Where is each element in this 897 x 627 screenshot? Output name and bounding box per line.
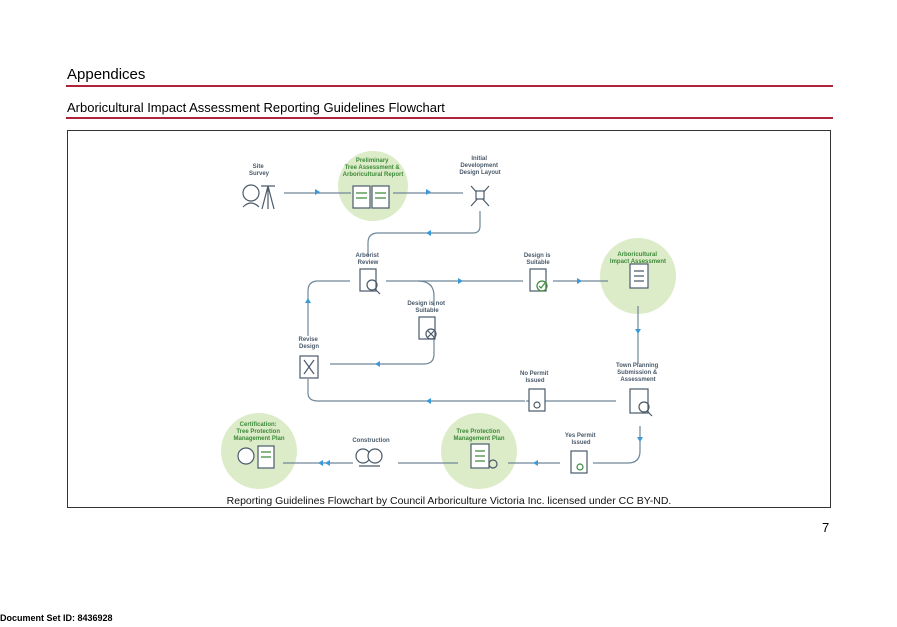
page-number: 7: [822, 520, 830, 535]
label-yes-permit: Yes Permit Issued: [565, 433, 597, 446]
revise-design-icon: [299, 355, 319, 379]
label-site-survey: Site Survey: [249, 164, 270, 177]
certification-icon: [237, 445, 275, 469]
document-set-id: Document Set ID: 8436928: [0, 613, 113, 623]
design-tools-icon: [470, 185, 490, 207]
label-design-not-suitable: Design is not Suitable: [407, 301, 446, 314]
flowchart-figure: Site Survey Preliminary Tree Assessment …: [67, 130, 831, 508]
flow-arrows: [305, 189, 643, 466]
suitable-document-icon: [529, 268, 548, 292]
assessment-document-icon: [629, 263, 649, 289]
not-suitable-document-icon: [418, 316, 437, 340]
report-book-icon: [352, 185, 390, 209]
flowchart-diagram: Site Survey Preliminary Tree Assessment …: [221, 151, 676, 489]
label-town-planning: Town Planning Submission & Assessment: [616, 363, 660, 383]
label-no-permit: No Permit Issued: [520, 371, 550, 384]
subheading-rule: [66, 117, 833, 119]
no-permit-icon: [528, 388, 546, 412]
label-initial-design: Initial Development Design Layout: [459, 156, 500, 176]
planning-submission-icon: [629, 388, 653, 417]
figure-caption: Reporting Guidelines Flowchart by Counci…: [226, 495, 672, 507]
label-certification: Certification: Tree Protection Managemen…: [233, 422, 284, 442]
label-arborist-review: Arborist Review: [355, 253, 380, 266]
figure-title: Arboricultural Impact Assessment Reporti…: [67, 100, 445, 115]
label-construction: Construction: [352, 438, 390, 444]
label-tpmp: Tree Protection Management Plan: [453, 429, 504, 442]
label-revise-design: Revise Design: [298, 337, 319, 350]
label-impact-assessment: Arboricultural Impact Assessment: [610, 252, 666, 265]
section-heading: Appendices: [67, 66, 146, 83]
construction-icon: [355, 448, 383, 467]
heading-rule: [66, 85, 833, 87]
review-document-icon: [359, 268, 381, 295]
label-design-suitable: Design is Suitable: [524, 253, 552, 266]
surveyor-icon: [242, 184, 275, 210]
permit-issued-icon: [570, 450, 588, 474]
protection-plan-icon: [470, 443, 498, 469]
label-preliminary: Preliminary Tree Assessment & Arboricult…: [343, 158, 404, 178]
